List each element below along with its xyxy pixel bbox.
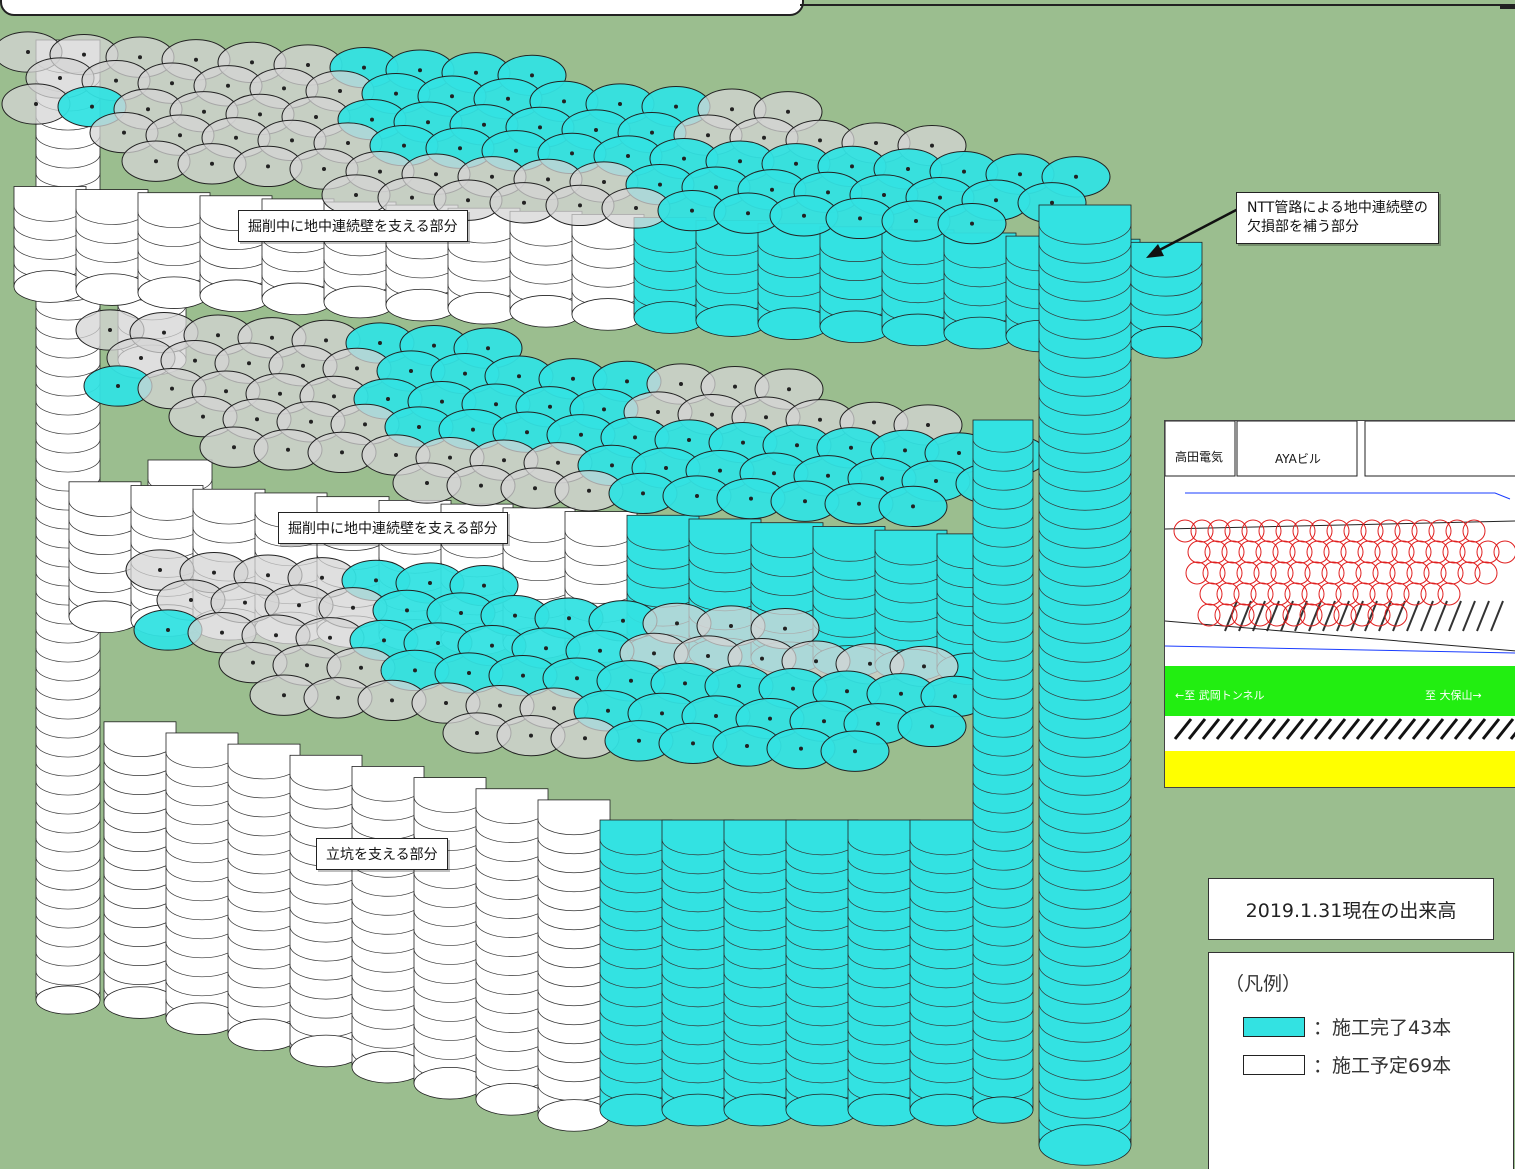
road-right-label: 至 大保山→ <box>1425 688 1482 702</box>
pile-cylinder <box>1038 204 1132 1166</box>
plan-view-inset: 高田電気 AYAビル ←至 武岡トンネル 至 大保山→ <box>1164 420 1515 788</box>
pile-cylinder <box>881 229 955 347</box>
completed-swatch <box>1243 1016 1305 1037</box>
top-rule <box>800 4 1515 6</box>
ntt-arrow <box>1149 206 1241 257</box>
pile-cylinder <box>847 819 921 1127</box>
pile-cylinder <box>447 207 521 325</box>
planned-swatch <box>1243 1054 1305 1075</box>
pile-cylinder <box>819 226 893 344</box>
pile-cylinder <box>75 189 149 306</box>
ntt-arrow-head <box>1146 244 1164 258</box>
pile-cylinder <box>537 799 611 1132</box>
pile-cylinder <box>413 777 487 1100</box>
road-left-label: ←至 武岡トンネル <box>1175 689 1265 702</box>
pile-cylinder <box>351 766 425 1084</box>
tier-2-top-grid <box>75 309 1048 528</box>
pile-cylinder <box>137 192 211 309</box>
pile-cylinder <box>972 419 1034 1124</box>
pile-cylinder <box>785 819 859 1127</box>
plan-view-drawing: 高田電気 AYAビル ←至 武岡トンネル 至 大保山→ <box>1165 421 1515 787</box>
label-ntt-repair: NTT管路による地中連続壁の 欠損部を補う部分 <box>1236 192 1439 244</box>
legend-row-completed: ：施工完了43本 <box>1243 1013 1451 1040</box>
pile-cylinder <box>571 213 645 331</box>
pile-cylinder <box>909 819 983 1127</box>
legend-box: （凡例） ：施工完了43本 ：施工予定69本 <box>1208 952 1514 1169</box>
corner-tick <box>1500 6 1515 9</box>
label-upper-support: 掘削中に地中連続壁を支える部分 <box>238 210 468 242</box>
legend-completed-label: ：施工完了43本 <box>1313 1017 1452 1039</box>
pile-cylinder <box>1129 241 1203 359</box>
pile-cylinder <box>103 721 177 1019</box>
pile-cylinder <box>509 210 583 328</box>
tier-3-top-grid <box>125 549 990 772</box>
legend-planned-label: ：施工予定69本 <box>1313 1055 1452 1077</box>
pile-cylinder <box>289 754 363 1068</box>
pile-cylinder <box>227 743 301 1052</box>
pile-cylinder <box>633 217 707 334</box>
status-date-text: 2019.1.31現在の出来高 <box>1245 899 1457 922</box>
pile-cylinder <box>165 732 239 1035</box>
legend-title: （凡例） <box>1225 973 1302 995</box>
status-date-box: 2019.1.31現在の出来高 <box>1208 878 1494 940</box>
pile-cylinder <box>475 788 549 1116</box>
pile-cylinder <box>757 223 831 340</box>
pile-cylinder <box>68 481 142 634</box>
pile-cylinder <box>723 819 797 1127</box>
pile-cylinder <box>13 186 87 303</box>
legend-row-planned: ：施工予定69本 <box>1243 1051 1451 1078</box>
label-middle-support: 掘削中に地中連続壁を支える部分 <box>278 512 508 544</box>
pile-cylinder <box>695 220 769 337</box>
pile-cylinder <box>943 232 1017 350</box>
pile-cylinder <box>599 819 673 1127</box>
building-right-label: AYAビル <box>1275 452 1321 466</box>
building-left-label: 高田電気 <box>1175 449 1223 464</box>
tier-1-top-grid <box>0 31 1111 245</box>
label-shaft-support: 立坑を支える部分 <box>316 838 448 870</box>
pile-cylinder <box>661 819 735 1127</box>
